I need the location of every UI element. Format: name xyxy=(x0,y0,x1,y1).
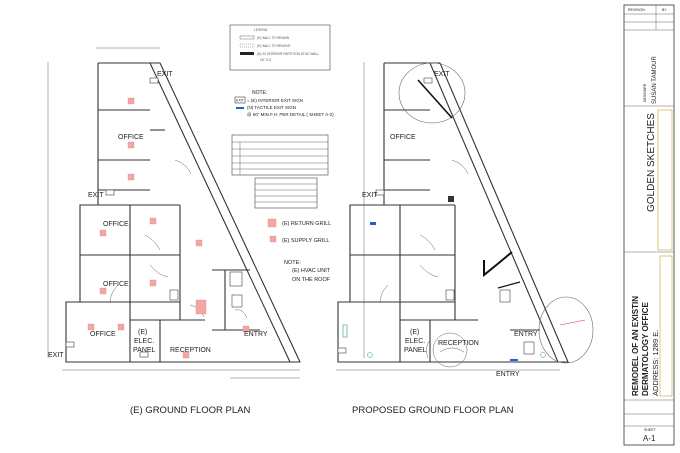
supply-grill-text: (E) SUPPLY GRILL xyxy=(282,238,329,244)
proposed-plan-title: PROPOSED GROUND FLOOR PLAN xyxy=(352,405,514,416)
existing-office-4-label: OFFICE xyxy=(90,331,116,338)
tactile-sign-text: (N) TACTILE EXIT SIGN xyxy=(247,105,296,110)
exit-sign-note-heading: NOTE: xyxy=(252,90,267,96)
legend-item-4: 16" O.C. xyxy=(260,58,272,62)
existing-plan-title: (E) GROUND FLOOR PLAN xyxy=(130,405,250,416)
designer-label: DESIGNER xyxy=(643,83,647,102)
existing-reception-label: RECEPTION xyxy=(170,347,211,354)
proposed-elec-line-1: (E) xyxy=(410,329,419,336)
existing-floor-plan xyxy=(47,47,301,379)
exit-sign-note-text: = (E) INTERIOR EXIT SIGN xyxy=(247,98,303,103)
legend-item-1: (E) WALL TO REMAIN xyxy=(257,36,290,40)
supply-grill-symbol xyxy=(269,235,277,243)
proposed-exit-top-label: EXIT xyxy=(434,71,450,78)
project-title-line-1: REMODEL OF AN EXISTIN xyxy=(631,296,640,396)
exit-sign-tag-box xyxy=(234,96,246,104)
existing-office-3-label: OFFICE xyxy=(103,281,129,288)
proposed-entry-inner-label: ENTRY xyxy=(514,331,538,338)
tactile-sign-symbol xyxy=(236,107,244,109)
proposed-elec-line-2: ELEC. xyxy=(405,338,425,345)
title-block-by-label: BY xyxy=(662,8,667,12)
designer-name: SUSAN TAMOUR xyxy=(652,56,658,104)
project-address: ADDRESS: 1289 E. xyxy=(651,330,660,396)
proposed-exit-mid-label: EXIT xyxy=(362,192,378,199)
sheet-number: A-1 xyxy=(643,434,656,443)
proposed-elec-line-3: PANEL xyxy=(404,347,427,354)
existing-elec-line-3: PANEL xyxy=(133,347,156,354)
company-name: GOLDEN SKETCHES xyxy=(646,113,657,212)
legend-box xyxy=(229,24,331,71)
window-schedule-table xyxy=(254,177,318,209)
title-block-revision-label: REVISION xyxy=(628,8,645,12)
return-grill-symbol xyxy=(267,218,277,228)
proposed-entry-outer-label: ENTRY xyxy=(496,371,520,378)
tactile-sign-detail: @ 60" MIN F.H. PER DETAIL ( SHEET A-2) xyxy=(247,112,334,117)
return-grill-text: (E) RETURN GRILL xyxy=(282,221,331,227)
door-schedule-table xyxy=(231,134,329,176)
existing-office-1-label: OFFICE xyxy=(118,134,144,141)
hvac-note-line-1: (E) HVAC UNIT xyxy=(292,268,331,274)
existing-office-2-label: OFFICE xyxy=(103,221,129,228)
title-block xyxy=(623,4,675,446)
proposed-office-1-label: OFFICE xyxy=(390,134,416,141)
sheet-label: SHEET xyxy=(644,428,657,432)
existing-elec-line-1: (E) xyxy=(138,329,147,336)
exit-sign-tag: EXIT xyxy=(236,99,245,103)
proposed-reception-label: RECEPTION xyxy=(438,340,479,347)
existing-exit-mid-label: EXIT xyxy=(88,192,104,199)
existing-exit-bottom-label: EXIT xyxy=(48,352,64,359)
legend-heading: LEGEND: xyxy=(254,28,268,32)
existing-entry-label: ENTRY xyxy=(244,331,268,338)
proposed-floor-plan xyxy=(336,62,594,371)
hvac-note-line-2: ON THE ROOF xyxy=(292,277,331,283)
project-title-line-2: DERMATOLOGY OFFICE xyxy=(641,302,650,396)
legend-item-2: (E) WALL TO REMOVE xyxy=(257,44,290,48)
existing-elec-line-2: ELEC. xyxy=(134,338,154,345)
hvac-note-heading: NOTE: xyxy=(284,260,301,266)
legend-item-3: (N) 2X INTERIOR PARTITION STUD WALL xyxy=(257,52,319,56)
existing-exit-top-label: EXIT xyxy=(157,71,173,78)
